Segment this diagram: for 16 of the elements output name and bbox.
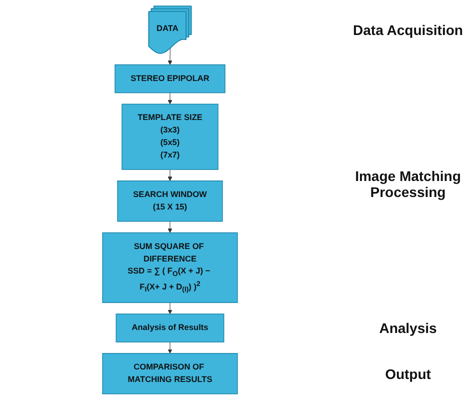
arrow xyxy=(168,342,172,354)
arrow xyxy=(168,48,172,65)
arrow xyxy=(168,169,172,182)
phase-label: Data Acquisition xyxy=(352,22,464,38)
phase-label: Image Matching Processing xyxy=(354,168,462,200)
node-box: SEARCH WINDOW (15 X 15) xyxy=(117,180,223,222)
arrow xyxy=(168,302,172,314)
node-box: SUM SQUARE OF DIFFERENCE SSD = ∑ ( F$_{O}$(X + J) − F$_{I}$(X+ J + D$_{(I)}$) )$^{2}$ xyxy=(102,232,238,303)
phase-label: Output xyxy=(384,366,432,382)
node-box: STEREO EPIPOLAR xyxy=(114,64,226,94)
node-box: Analysis of Results xyxy=(116,314,224,342)
node-box: TEMPLATE SIZE (3x3) (5x5) (7x7) xyxy=(122,104,218,170)
arrow xyxy=(168,221,172,233)
node-box: COMPARISON OF MATCHING RESULTS xyxy=(102,353,238,394)
phase-label: Analysis xyxy=(378,320,438,336)
arrow xyxy=(168,92,172,104)
